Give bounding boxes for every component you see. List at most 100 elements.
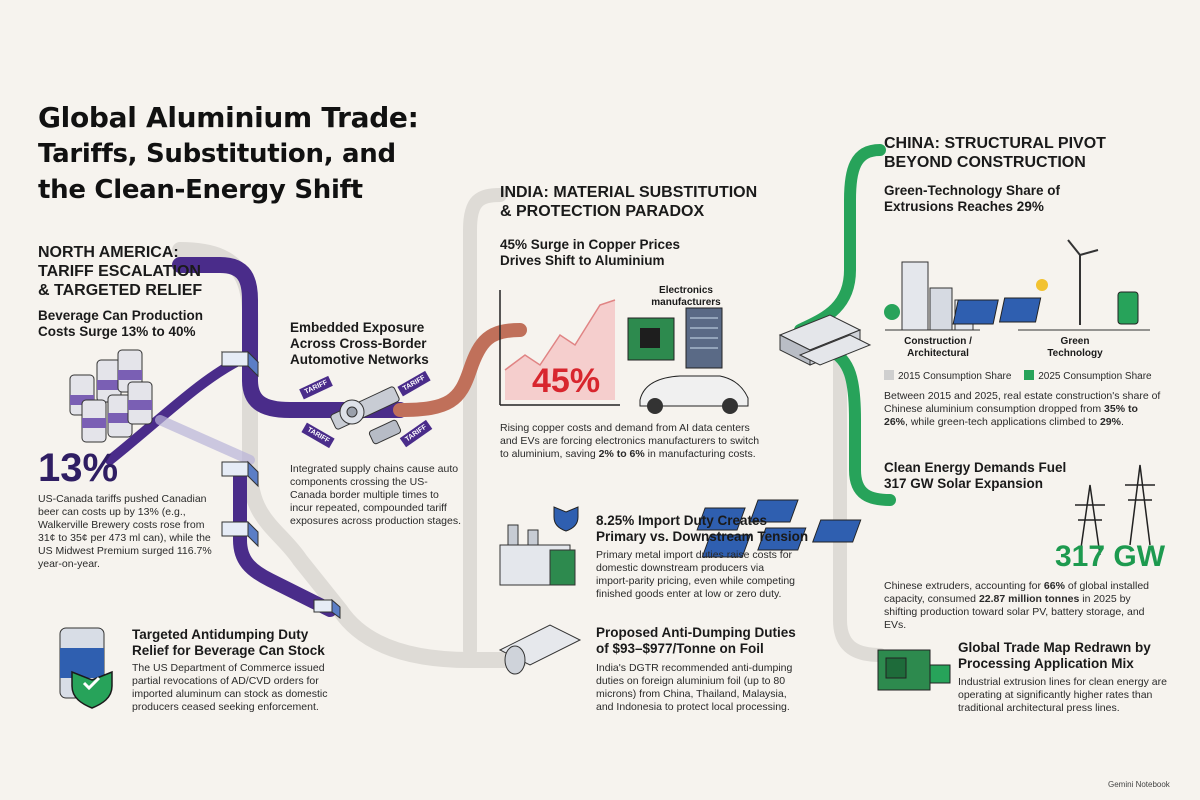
- relief-can-illustration: [59, 627, 113, 709]
- subtitle-line: Relief for Beverage Can Stock: [132, 643, 325, 658]
- text-run: in 2025 by shifting production toward so…: [884, 593, 1145, 631]
- text-run: , while green-tech applications climbed …: [905, 416, 1100, 428]
- title-line-2: Tariffs, Substitution, and: [38, 139, 396, 169]
- text-run: Chinese extruders, accounting for: [884, 580, 1044, 592]
- text-run: in manufacturing costs.: [644, 448, 756, 460]
- foil-duty-description: India's DGTR recommended anti-dumping du…: [596, 662, 793, 713]
- text-run-bold: 22.87 million tonnes: [978, 593, 1080, 605]
- copper-surge-description: Rising copper costs and demand from AI d…: [500, 422, 760, 461]
- can-cost-description: US-Canada tariffs pushed Canadian beer c…: [38, 493, 212, 570]
- subtitle-line: Proposed Anti-Dumping Duties: [596, 625, 796, 640]
- antidumping-relief-description: The US Department of Commerce issued par…: [132, 662, 328, 713]
- subtitle-line: Automotive Networks: [290, 352, 429, 367]
- can-cost-stat: 13%: [38, 446, 119, 490]
- subtitle-line: Extrusions Reaches 29%: [884, 199, 1044, 214]
- caption-line: Technology: [1047, 348, 1103, 359]
- page-title: Global Aluminium Trade: Tariffs, Substit…: [38, 100, 458, 208]
- antidumping-relief-title: Targeted Antidumping Duty Relief for Bev…: [132, 627, 342, 659]
- subtitle-line: Green-Technology Share of: [884, 183, 1061, 198]
- subtitle-line: Costs Surge 13% to 40%: [38, 324, 196, 339]
- subtitle-line: 317 GW Solar Expansion: [884, 476, 1044, 491]
- subtitle-line: Global Trade Map Redrawn by: [958, 640, 1151, 655]
- subtitle-line: Clean Energy Demands Fuel: [884, 460, 1067, 475]
- heading-line: NORTH AMERICA:: [38, 244, 179, 261]
- caption-line: Construction /: [904, 336, 972, 347]
- subtitle-line: Processing Application Mix: [958, 656, 1134, 671]
- gray-flow-path-china: [832, 353, 887, 662]
- heading-line: TARIFF ESCALATION: [38, 263, 201, 280]
- copper-surge-stat: 45%: [532, 362, 601, 400]
- consumption-share-legend: 2015 Consumption Share 2025 Consumption …: [884, 370, 1164, 383]
- india-heading: INDIA: MATERIAL SUBSTITUTION & PROTECTIO…: [500, 183, 790, 221]
- green-flow-path-top: [794, 144, 886, 336]
- electronics-label: Electronics manufacturers: [636, 285, 736, 309]
- aluminium-ingots-illustration: [778, 314, 872, 366]
- electronics-illustration: [627, 307, 749, 414]
- green-flow-path-mid: [824, 344, 896, 506]
- construction-label: Construction / Architectural: [888, 336, 988, 360]
- text-run-bold: 66%: [1043, 580, 1065, 592]
- footer-brand: Gemini Notebook: [1108, 780, 1170, 789]
- junction-box: [221, 520, 259, 548]
- subtitle-line: Drives Shift to Aluminium: [500, 253, 665, 268]
- import-duty-title: 8.25% Import Duty Creates Primary vs. Do…: [596, 513, 816, 545]
- solar-capacity-stat: 317 GW: [1055, 540, 1166, 573]
- junction-box: [221, 460, 259, 488]
- import-duty-description: Primary metal import duties raise costs …: [596, 549, 796, 600]
- subtitle-line: 8.25% Import Duty Creates: [596, 513, 768, 528]
- text-run-bold: 2% to 6%: [598, 448, 645, 460]
- subtitle-line: 45% Surge in Copper Prices: [500, 237, 681, 252]
- heading-line: BEYOND CONSTRUCTION: [884, 154, 1086, 171]
- caption-line: manufacturers: [651, 297, 721, 308]
- beverage-can-subtitle: Beverage Can Production Costs Surge 13% …: [38, 308, 218, 340]
- foil-duty-title: Proposed Anti-Dumping Duties of $93–$977…: [596, 625, 816, 657]
- auto-component-illustration: [330, 386, 402, 445]
- subtitle-line: Primary vs. Downstream Tension: [596, 529, 809, 544]
- text-run: of global installed capacity, consumed: [884, 580, 1149, 605]
- legend-swatch-2025: [1024, 370, 1035, 380]
- solar-farm-illustration: [696, 464, 1155, 558]
- legend-swatch-2015: [884, 370, 894, 380]
- junction-box: [220, 350, 260, 378]
- legend-label-2025: 2025 Consumption Share: [1038, 371, 1152, 382]
- title-line-3: the Clean-Energy Shift: [38, 175, 363, 205]
- title-line-1: Global Aluminium Trade:: [38, 101, 419, 134]
- caption-line: Green: [1060, 336, 1090, 347]
- purple-flow-path: [172, 257, 408, 418]
- subtitle-line: Targeted Antidumping Duty: [132, 627, 309, 642]
- heading-line: & PROTECTION PARADOX: [500, 203, 705, 220]
- text-run-bold: 35% to 26%: [884, 403, 1138, 428]
- text-run-bold: 29%: [1099, 416, 1121, 428]
- consumption-share-description: Between 2015 and 2025, real estate const…: [884, 390, 1164, 429]
- heading-line: CHINA: STRUCTURAL PIVOT: [884, 135, 1106, 152]
- copper-surge-subtitle: 45% Surge in Copper Prices Drives Shift …: [500, 237, 760, 269]
- gray-flow-path-india: [462, 188, 507, 657]
- green-tech-label: Green Technology: [1030, 336, 1120, 360]
- factory-illustration: [499, 506, 579, 586]
- green-technology-illustration: [952, 239, 1150, 331]
- subtitle-line: Beverage Can Production: [38, 308, 204, 323]
- text-run: Rising copper costs and demand from AI d…: [500, 422, 760, 460]
- copper-price-chart: [499, 290, 620, 406]
- subtitle-line: of $93–$977/Tonne on Foil: [596, 641, 764, 656]
- trade-map-title: Global Trade Map Redrawn by Processing A…: [958, 640, 1178, 672]
- heading-line: & TARGETED RELIEF: [38, 282, 203, 299]
- green-tech-subtitle: Green-Technology Share of Extrusions Rea…: [884, 183, 1114, 215]
- caption-line: Electronics: [659, 285, 713, 296]
- trade-map-description: Industrial extrusion lines for clean ene…: [958, 676, 1167, 714]
- text-run: .: [1120, 416, 1124, 428]
- lavender-branch-path: [155, 415, 255, 465]
- copper-flow-path: [393, 323, 527, 417]
- extrusion-machine-illustration: [877, 649, 951, 691]
- subtitle-line: Embedded Exposure: [290, 320, 425, 335]
- purple-lower-path: [233, 463, 337, 617]
- subtitle-line: Across Cross-Border: [290, 336, 427, 351]
- foil-roll-illustration: [498, 624, 582, 675]
- embedded-exposure-title: Embedded Exposure Across Cross-Border Au…: [290, 320, 460, 368]
- caption-line: Architectural: [907, 348, 969, 359]
- beverage-cans-illustration: [69, 349, 153, 443]
- text-run: Between 2015 and 2025, real estate const…: [884, 390, 1161, 415]
- junction-box: [313, 598, 341, 619]
- solar-expansion-title: Clean Energy Demands Fuel 317 GW Solar E…: [884, 460, 1114, 492]
